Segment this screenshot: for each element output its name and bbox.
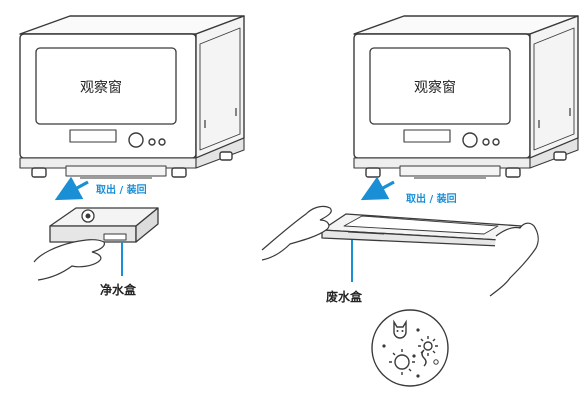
right-oven	[353, 15, 579, 179]
right-hand-right	[489, 222, 539, 297]
left-action-label: 取出 / 装回	[96, 185, 147, 196]
waste-tank-label: 废水盒	[326, 290, 363, 304]
clean-tank-label: 净水盒	[100, 283, 137, 297]
right-action-label: 取出 / 装回	[406, 194, 457, 205]
bacteria-circle	[371, 309, 449, 387]
germ-icon	[389, 349, 415, 375]
waste-water-tank	[321, 213, 523, 247]
cat-face-icon	[393, 319, 407, 339]
clean-water-tank	[49, 207, 159, 243]
worm-icon	[421, 349, 427, 367]
left-hand	[33, 239, 105, 281]
left-oven	[19, 15, 245, 179]
virus-icon	[418, 336, 438, 356]
dot-icon	[416, 328, 420, 332]
right-window-label: 观察窗	[414, 80, 456, 96]
left-remove-arrow	[54, 176, 89, 201]
left-window-label: 观察窗	[80, 80, 122, 96]
right-remove-arrow	[360, 176, 395, 201]
right-hand-left	[261, 205, 332, 261]
